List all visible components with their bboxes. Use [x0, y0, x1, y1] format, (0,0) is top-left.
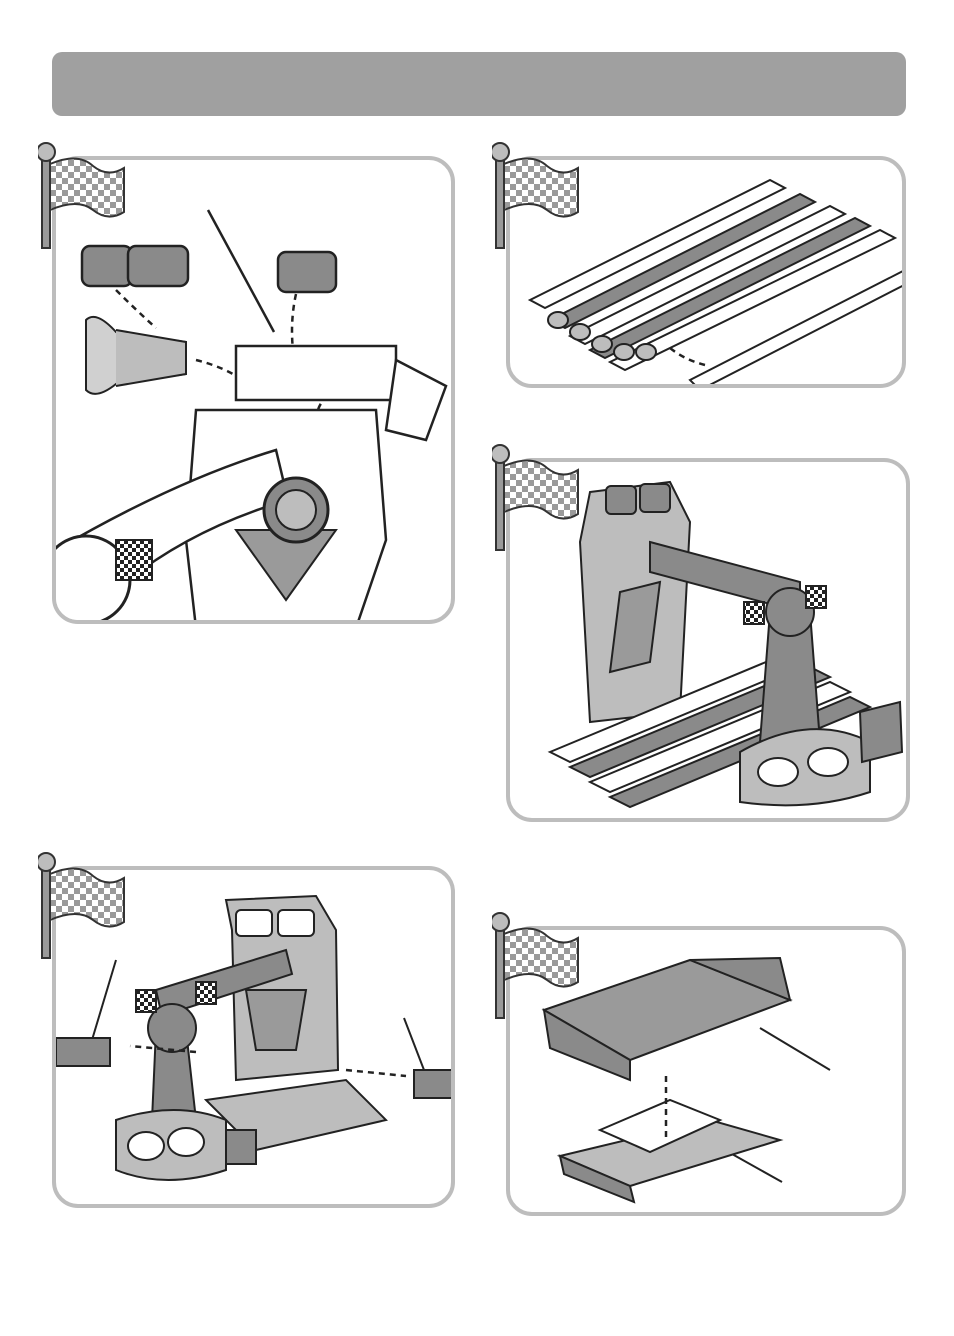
block: [128, 246, 188, 286]
checkered-flag-icon: [38, 142, 128, 252]
block: [278, 252, 336, 292]
checkered-flag-icon: [492, 444, 582, 554]
checkered-flag-icon: [492, 912, 582, 1022]
header-bar: [52, 52, 906, 116]
checkered-flag-icon: [38, 852, 128, 962]
block: [82, 246, 132, 286]
checkered-flag-icon: [492, 142, 582, 252]
